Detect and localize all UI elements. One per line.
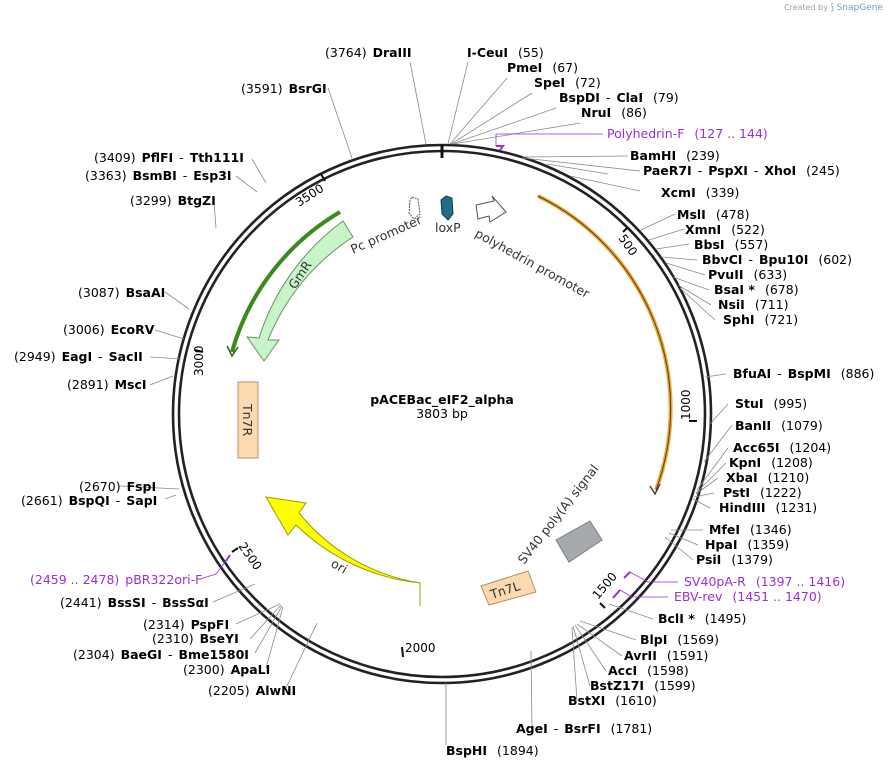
tn7r-feature — [237, 381, 259, 459]
site-label-avrii: AvrII(1591) — [624, 648, 708, 663]
site-label-xbai: XbaI(1210) — [726, 470, 809, 485]
site-label-msli: MslI(478) — [677, 207, 749, 222]
site-label-bspqi: (2661)BspQI-SapI — [21, 493, 157, 508]
credit-brand: SnapGene — [836, 3, 883, 13]
site-label-nsii: NsiI(711) — [718, 297, 788, 312]
pbr322ori-f-primer-mark — [225, 554, 231, 562]
site-label-btgzi: (3299)BtgZI — [130, 193, 216, 208]
primer-label-sv40pa-r: SV40pA-R(1397 .. 1416) — [684, 574, 845, 589]
site-label-bsssi: (2441)BssSI-BssSαI — [60, 595, 209, 610]
site-label-banii: BanII(1079) — [735, 418, 823, 433]
polyhedrin-f-primer-mark — [496, 145, 505, 151]
site-label-hpai: HpaI(1359) — [705, 537, 789, 552]
site-label-xcmi: XcmI(339) — [661, 185, 739, 200]
primer-label-ebv-rev: EBV-rev(1451 .. 1470) — [674, 589, 822, 604]
site-label-bcli: BclI *(1495) — [658, 611, 746, 626]
sv40-label: SV40 poly(A) signal — [515, 461, 602, 566]
site-label-bamhi: BamHI(239) — [630, 148, 720, 163]
site-label-bsphi: BspHI(1894) — [446, 743, 539, 758]
site-label-fspi: (2670)FspI — [79, 479, 156, 494]
site-label-bbsi: BbsI(557) — [694, 237, 768, 252]
tick-2000: 2000 — [405, 641, 436, 655]
site-label-bstxi: BstXI(1610) — [568, 693, 657, 708]
site-label-bseyi: (2310)BseYI — [152, 631, 239, 646]
snapgene-logo-icon: ⟆ — [830, 3, 835, 13]
loxp-feature — [440, 195, 454, 221]
gmr-orf-arc — [230, 210, 342, 353]
gmr-feature — [245, 220, 354, 362]
site-label-agei: AgeI-BsrFI(1781) — [516, 721, 652, 736]
polyhedrin-promoter-label: polyhedrin promoter — [473, 226, 593, 302]
site-label-acci: AccI(1598) — [608, 663, 689, 678]
plasmid-name: pACEBac_eIF2_alpha — [370, 392, 514, 408]
site-label-blpi: BlpI(1569) — [640, 632, 719, 647]
site-label-bsmbi: (3363)BsmBI-Esp3I — [85, 168, 232, 183]
site-label-nrui: NruI(86) — [581, 105, 647, 120]
site-label-pvuii: PvuII(633) — [708, 267, 787, 282]
site-label-msci: (2891)MscI — [67, 377, 147, 392]
site-label-baegi: (2304)BaeGI-Bme1580I — [73, 647, 249, 662]
site-label-ecorv: (3006)EcoRV — [63, 322, 155, 337]
site-label-sphi: SphI(721) — [723, 312, 798, 327]
site-label-kpni: KpnI(1208) — [729, 455, 813, 470]
site-label-apali: (2300)ApaLI — [183, 662, 270, 677]
pc-promoter-feature — [408, 196, 421, 220]
site-label-bsaai: (3087)BsaAI — [78, 285, 165, 300]
site-label-pflfi: (3409)PflFI-Tth111I — [94, 150, 244, 165]
ori-label: ori — [329, 556, 351, 577]
primer-label-polyhedrin-f: Polyhedrin-F(127 .. 144) — [607, 126, 768, 141]
site-label-spei: SpeI(72) — [534, 75, 601, 90]
site-label-psti: PstI(1222) — [723, 485, 802, 500]
tn7r-label: Tn7R — [240, 403, 255, 437]
site-label-bbvci: BbvCI-Bpu10I(602) — [702, 252, 852, 267]
polyhedrin-orf-arc — [537, 194, 673, 491]
credit-prefix: Created by — [783, 3, 828, 12]
loxp-label: loxP — [435, 220, 461, 235]
pc-promoter-label: Pc promoter — [348, 212, 425, 257]
site-label-bstz17i: BstZ17I(1599) — [590, 678, 696, 693]
site-label-stui: StuI(995) — [735, 396, 807, 411]
site-label-paer7i: PaeR7I-PspXI-XhoI(245) — [643, 163, 840, 178]
tick-1500: 1500 — [590, 570, 620, 602]
site-label-eagi: (2949)EagI-SacII — [14, 349, 143, 364]
site-label-pmei: PmeI(67) — [507, 60, 578, 75]
tick-2500: 2500 — [236, 540, 265, 573]
polyhedrin-orf-arrowhead — [649, 483, 661, 496]
site-label-draiii: (3764)DraIII — [325, 45, 412, 60]
site-label-hindiii: HindIII(1231) — [719, 500, 817, 515]
polyhedrin-orf-arc-line — [537, 195, 672, 491]
tick-1000: 1000 — [679, 389, 693, 420]
ebv-rev-primer-mark — [612, 589, 621, 599]
site-label-bsai: BsaI *(678) — [714, 282, 799, 297]
site-label-mfei: MfeI(1346) — [709, 522, 792, 537]
site-label-psii: PsiI(1379) — [696, 552, 773, 567]
gmr-orf-arrowhead — [226, 345, 239, 358]
site-label-xmni: XmnI(522) — [685, 222, 765, 237]
site-label-acc65i: Acc65I(1204) — [733, 440, 831, 455]
ori-feature — [265, 496, 421, 606]
site-leader-lines — [119, 61, 733, 745]
polyhedrin-promoter-feature — [475, 195, 507, 223]
site-label-pspfi: (2314)PspFI — [143, 617, 229, 632]
site-label-iceui: I-CeuI(55) — [467, 45, 544, 60]
sv40pa-r-primer-mark — [623, 571, 631, 579]
sv40-feature — [555, 520, 603, 563]
plasmid-length: 3803 bp — [416, 406, 468, 421]
snapgene-credit: Created by ⟆ SnapGene — [784, 3, 883, 13]
site-label-bspdi: BspDI-ClaI(79) — [559, 90, 679, 105]
site-label-alwni: (2205)AlwNI — [208, 683, 296, 698]
site-label-bfuai: BfuAI-BspMI(886) — [733, 366, 874, 381]
tick-3000: 3000 — [192, 345, 206, 376]
site-label-bsrgi: (3591)BsrGI — [241, 81, 327, 96]
tn7l-feature — [480, 570, 537, 606]
primer-label-pbr322ori-f: (2459 .. 2478)pBR322ori-F — [30, 572, 202, 587]
